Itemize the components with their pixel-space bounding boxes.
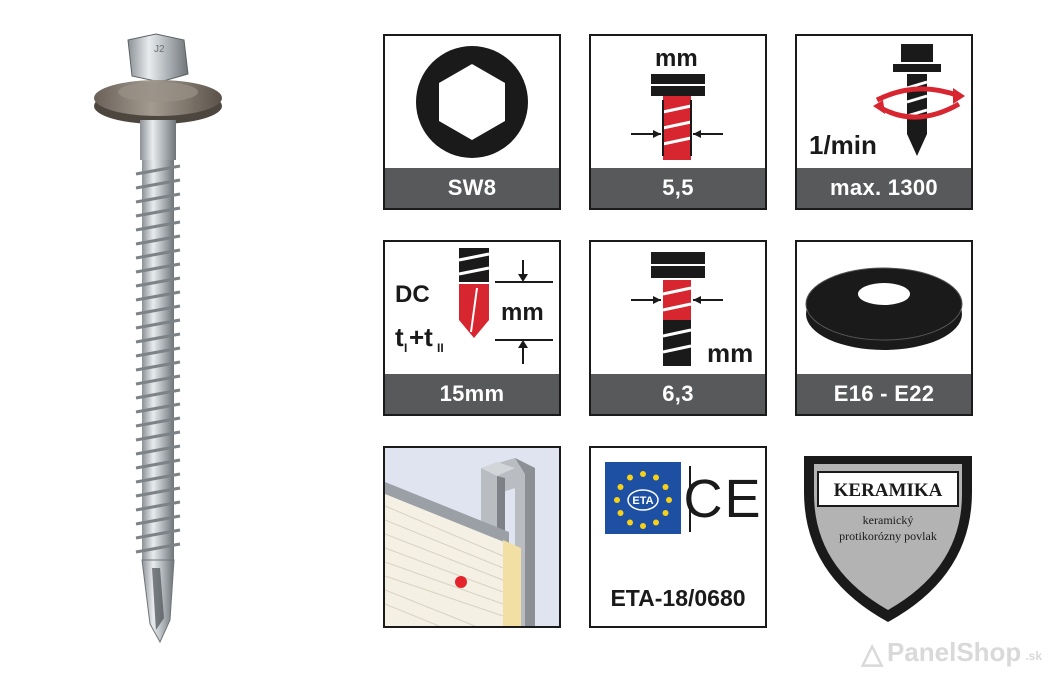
eta-number: ETA-18/0680 — [610, 585, 746, 611]
keramika-shield-badge: KERAMIKA keramický protikorózny povlak — [804, 456, 972, 622]
keramika-line1: keramický — [863, 513, 914, 527]
speed-value: max. 1300 — [797, 168, 971, 208]
eu-star-icon — [627, 519, 633, 526]
thread-ridge — [135, 332, 181, 344]
shank-diameter-icon: mm — [631, 45, 723, 160]
eu-star-icon — [627, 474, 633, 481]
rotation-icon: 1/min — [809, 44, 965, 160]
tile-rotation-speed: 1/min max. 1300 — [795, 34, 973, 210]
washer-value: E16 - E22 — [797, 374, 971, 414]
eu-star-icon — [666, 497, 672, 503]
thread-ridge — [135, 248, 181, 260]
head-marking: J2 — [154, 44, 165, 55]
eu-star-icon — [617, 510, 624, 516]
eu-star-icon — [640, 523, 646, 529]
thread-ridge — [135, 388, 181, 400]
thread-ridge — [135, 290, 181, 302]
tile-thread-diameter: mm 6,3 — [589, 240, 767, 416]
eu-star-icon — [653, 474, 659, 481]
thread-ridge — [135, 318, 181, 330]
t-plus-label: +t — [409, 322, 433, 352]
diameter-unit: mm — [655, 45, 698, 72]
eu-star-icon — [653, 519, 659, 526]
thread-ridge — [135, 402, 181, 414]
thread-ridge — [135, 416, 181, 428]
keramika-line2: protikorózny povlak — [839, 529, 937, 543]
thread-ridge — [135, 458, 181, 470]
watermark-brand: PanelShop — [886, 637, 1022, 667]
screw-illustration: J2 — [94, 33, 222, 644]
thread-ridge — [135, 304, 181, 316]
thread-ridge — [135, 346, 181, 358]
eu-star-icon — [640, 471, 646, 477]
flame-logo-icon: △ — [861, 638, 883, 669]
thread-ridge — [135, 276, 181, 288]
tile-washer: E16 - E22 — [795, 240, 973, 416]
thread-diameter-icon: mm — [631, 252, 753, 368]
diameter-value: 5,5 — [591, 168, 765, 208]
thread-ridge — [135, 360, 181, 372]
eu-star-icon — [614, 497, 620, 503]
drive-size-value: SW8 — [385, 168, 559, 208]
thread-ridge — [135, 234, 181, 246]
thread-diameter-value: 6,3 — [591, 374, 765, 414]
eu-eta-flag-icon: ETA — [605, 462, 681, 534]
tile-drive-size: SW8 — [383, 34, 561, 210]
eu-star-icon — [662, 484, 669, 490]
application-illustration — [385, 448, 559, 626]
drilling-capacity-value: 15mm — [385, 374, 559, 414]
watermark-tld: .sk — [1025, 649, 1042, 663]
thread-ridge — [135, 220, 181, 232]
eu-star-icon — [617, 484, 624, 490]
washer-icon — [805, 267, 963, 350]
thread-ridge — [135, 472, 181, 484]
speed-unit: 1/min — [809, 130, 877, 160]
thread-ridge — [135, 178, 181, 190]
fastener-point-icon — [455, 576, 467, 588]
thread-ridge — [135, 206, 181, 218]
tile-eta-certificate: ETA CE ETA-18/0680 — [589, 446, 767, 628]
ce-mark: CE — [684, 466, 761, 532]
thread-ridge — [135, 374, 181, 386]
drill-unit: mm — [501, 299, 544, 326]
thread-ridge — [135, 500, 181, 512]
tile-diameter: mm 5,5 — [589, 34, 767, 210]
thread-ridge — [135, 262, 181, 274]
hex-socket-icon — [416, 46, 528, 158]
thread-ridge — [135, 542, 181, 554]
thread-ridge — [135, 528, 181, 540]
thread-ridge — [135, 444, 181, 456]
panelshop-watermark: △ PanelShop .sk — [861, 637, 1042, 668]
eta-logo-text: ETA — [632, 495, 653, 507]
thread-ridge — [135, 192, 181, 204]
thread-ridge — [135, 430, 181, 442]
t1-label: t — [395, 322, 404, 352]
thread-ridge — [135, 486, 181, 498]
thread-ridge — [135, 514, 181, 526]
tile-application — [383, 446, 561, 628]
keramika-title: KERAMIKA — [834, 480, 943, 501]
thread-unit: mm — [707, 338, 753, 368]
t1-subscript: I — [404, 341, 407, 355]
thread-ridge — [135, 164, 181, 176]
t2-subscript: II — [437, 341, 444, 355]
dc-label: DC — [395, 281, 430, 308]
tile-drilling-capacity: DC t I +t II mm 15mm — [383, 240, 561, 416]
eu-star-icon — [662, 510, 669, 516]
drill-capacity-icon: DC t I +t II mm — [395, 248, 553, 364]
